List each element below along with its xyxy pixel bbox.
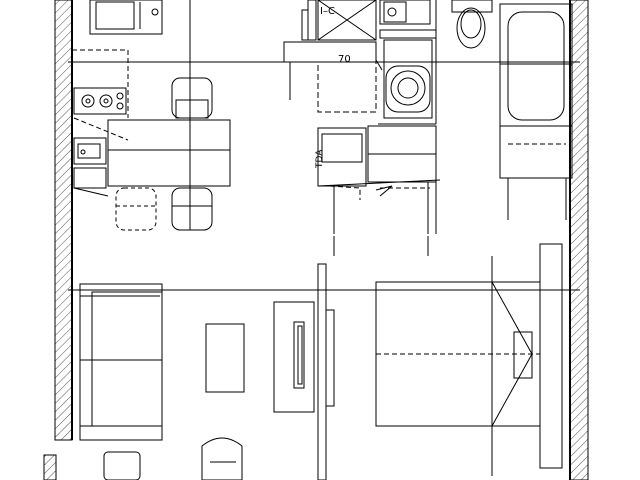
kitchen-sink [89,0,163,35]
bathtub [499,3,573,127]
coffee-table [205,323,245,393]
shower-label: I–C [320,6,335,17]
armchair [201,437,243,480]
dining-table [107,119,231,187]
dimension-lines [68,0,580,476]
exterior-walls [43,0,589,480]
living-area [79,263,335,480]
chair [115,187,157,231]
bathroom [451,0,573,214]
partition-label: TDA [315,149,325,169]
kitchen [72,0,163,197]
dimension-label: 70 [338,54,351,65]
headboard [539,243,563,469]
cooktop [73,87,127,115]
laundry-area [367,0,437,234]
oven [73,137,107,165]
toilet [451,0,493,13]
dining-set [107,75,231,231]
bedroom [375,243,563,469]
tv-unit [273,301,315,413]
storage-area [283,0,441,234]
chair [171,77,213,119]
chair [171,187,213,231]
washing-machine [383,39,433,119]
armchair [103,451,141,480]
partition-wall [317,263,327,480]
